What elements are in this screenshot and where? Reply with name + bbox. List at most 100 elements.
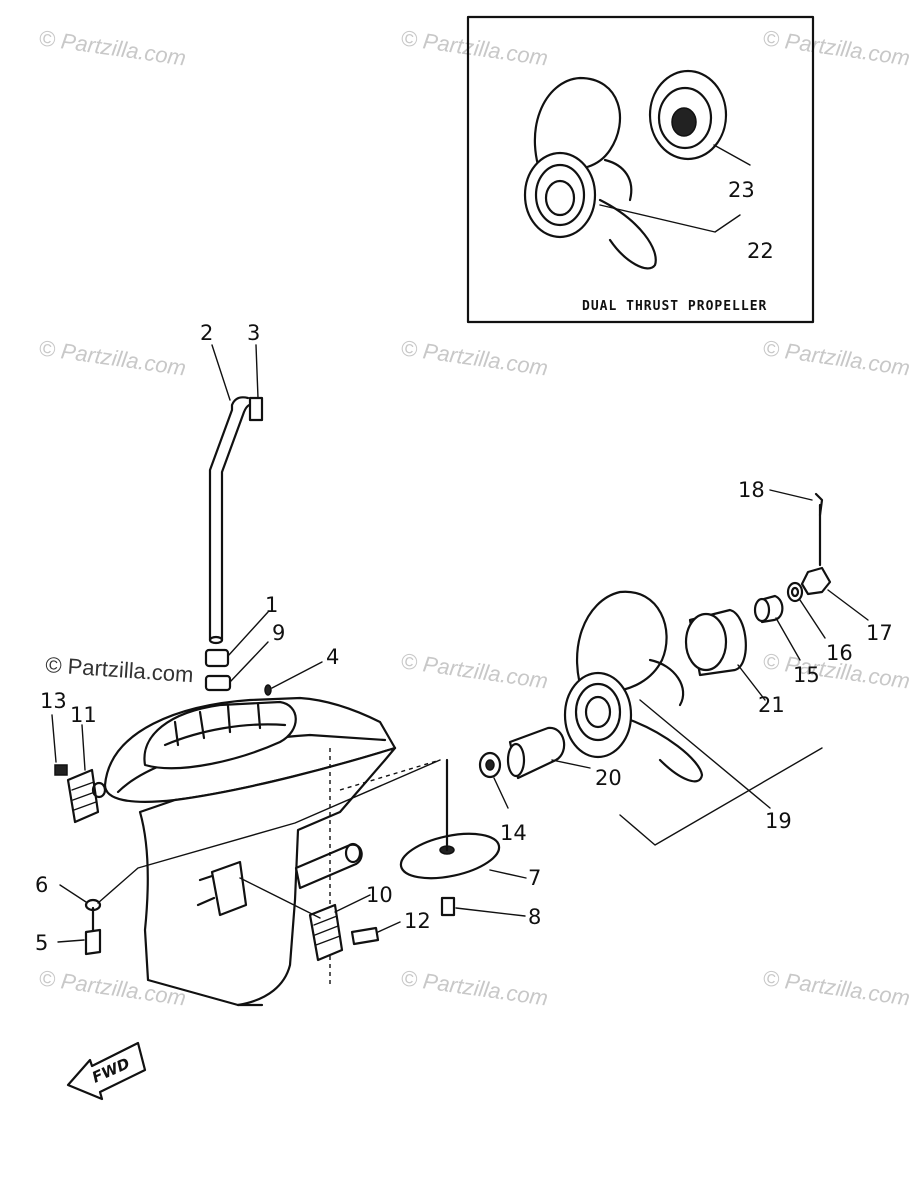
inset-propeller-blade-lower [598, 198, 657, 270]
callout-1: 1 [265, 593, 278, 617]
thrust-washer-hole [485, 759, 495, 771]
leader-19 [639, 699, 771, 809]
callout-8: 8 [528, 905, 541, 929]
watermark: © Partzilla.com [45, 652, 195, 687]
bolt-head-part-5 [84, 928, 102, 956]
callout-3: 3 [247, 321, 260, 345]
casing-bolt-assembly: 6 5 [35, 759, 441, 956]
water-screen-boss [91, 781, 107, 799]
propeller-blade-side [648, 658, 685, 707]
casing-side-marks [196, 874, 216, 907]
callout-10: 10 [366, 883, 393, 907]
bolt-part-8 [440, 896, 456, 917]
pin-part-4 [264, 684, 272, 696]
washer-16-hole [790, 586, 800, 598]
leader-15 [775, 617, 801, 661]
grommet-part-9 [204, 674, 232, 692]
callout-21: 21 [758, 693, 785, 717]
shaft-stub-end [344, 842, 362, 864]
leader-23 [713, 144, 751, 166]
anode-alignment-line [239, 877, 321, 919]
dual-thrust-inset: 23 22 DUAL THRUST PROPELLER [466, 15, 815, 324]
leader-12 [377, 921, 401, 933]
leader-22 [599, 204, 741, 233]
water-tube-assembly: 2 3 [200, 321, 264, 645]
thrust-ring-front [684, 612, 728, 672]
leader-5 [57, 939, 85, 943]
lower-casing [103, 696, 441, 1007]
water-tube-end [208, 635, 224, 645]
watermark: © Partzilla.com [761, 965, 911, 1010]
callout-5: 5 [35, 931, 48, 955]
leader-16 [799, 599, 826, 639]
propeller-hub-ring [574, 682, 622, 742]
water-screen-assembly: 13 11 [40, 689, 107, 824]
fwd-arrow-icon [66, 1041, 147, 1101]
washer-part-16 [786, 581, 804, 603]
grommet-part-3 [248, 396, 264, 422]
propeller-shaft-stub [294, 843, 363, 890]
water-tube-left-edge [208, 396, 250, 642]
hidden-line-top [339, 759, 441, 791]
callout-22: 22 [747, 239, 774, 263]
casing-top-boss [143, 700, 297, 770]
callout-16: 16 [826, 641, 853, 665]
tube-seals: 1 9 4 [204, 593, 339, 696]
fwd-direction-badge: FWD [66, 1041, 147, 1101]
anode-grid [313, 915, 341, 946]
watermark: © Partzilla.com [399, 335, 549, 380]
leader-21 [737, 664, 766, 701]
leader-8 [455, 907, 526, 917]
bolt-alignment-line [97, 759, 441, 904]
watermark: © Partzilla.com [37, 335, 187, 380]
inset-thrust-ring-inner [657, 86, 713, 150]
inset-propeller-blade-side [603, 158, 633, 202]
leader-18 [769, 489, 813, 501]
trim-tab-assembly: 10 12 [239, 877, 431, 962]
callout-14: 14 [500, 821, 527, 845]
watermark: © Partzilla.com [399, 25, 549, 70]
callout-17: 17 [866, 621, 893, 645]
cavitation-plate-insert: 7 8 [399, 758, 541, 929]
spacer-front-face [506, 742, 526, 778]
callout-13: 13 [40, 689, 67, 713]
plate-part-7 [399, 832, 501, 880]
callout-23: 23 [728, 178, 755, 202]
callout-15: 15 [793, 663, 820, 687]
leader-20 [551, 759, 591, 769]
propeller-hub-bore [584, 695, 612, 729]
leader-11 [81, 724, 86, 771]
leader-4 [271, 661, 323, 689]
casing-side-window [210, 860, 248, 917]
casing-body [138, 746, 397, 1007]
propeller-blade-upper [576, 590, 668, 702]
callout-2: 2 [200, 321, 213, 345]
anode-part-10 [308, 903, 344, 962]
propeller-hub [563, 671, 633, 759]
callout-12: 12 [404, 909, 431, 933]
watermark: © Partzilla.com [761, 335, 911, 380]
leader-10 [334, 894, 371, 913]
inset-thrust-ring-core [671, 107, 697, 137]
watermark: © Partzilla.com [399, 648, 549, 693]
watermark: © Partzilla.com [37, 25, 187, 70]
callout-20: 20 [595, 766, 622, 790]
leader-6 [59, 884, 87, 903]
propeller-blade-lower [623, 716, 704, 783]
callout-6: 6 [35, 873, 48, 897]
callout-11: 11 [70, 703, 97, 727]
casing-boss-ribs [173, 702, 262, 747]
leader-9 [229, 641, 269, 683]
leader-3 [255, 344, 259, 399]
inset-hub-ring [534, 163, 586, 227]
nut-part-13 [54, 764, 68, 776]
cotter-pin-part-18 [814, 492, 824, 517]
spacer-15-face [753, 597, 771, 623]
seal-part-1 [204, 648, 230, 668]
leader-7 [489, 869, 527, 879]
callout-4: 4 [326, 645, 339, 669]
callout-19: 19 [765, 809, 792, 833]
callout-9: 9 [272, 621, 285, 645]
